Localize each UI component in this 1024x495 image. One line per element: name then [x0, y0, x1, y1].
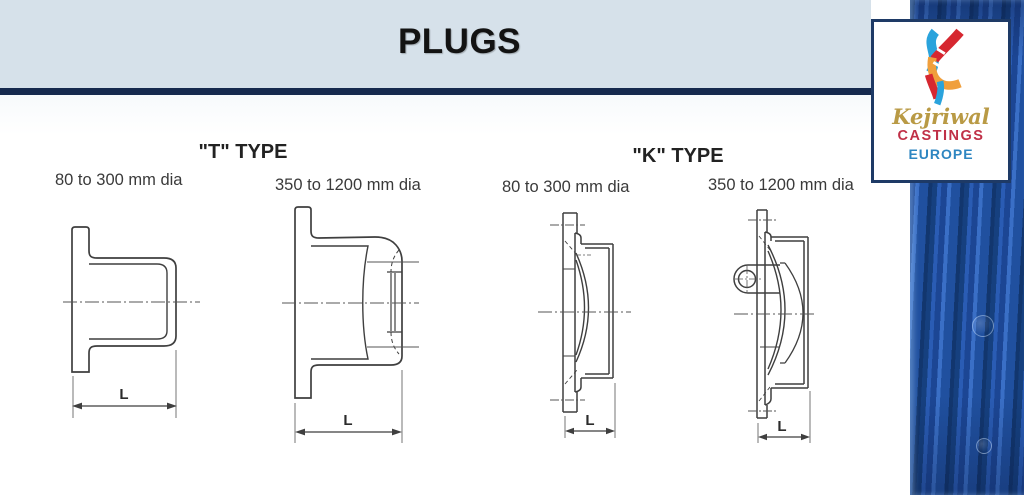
k-type-heading: "K" TYPE [632, 145, 724, 167]
t-type-small-drawing: L [63, 226, 200, 418]
t-large-size-label: 350 to 1200 mm dia [275, 176, 421, 194]
water-bubble [972, 315, 994, 337]
water-bubble [976, 438, 992, 454]
k-type-large-drawing: L [733, 209, 817, 443]
t-small-size-label: 80 to 300 mm dia [55, 171, 183, 189]
t-type-heading: "T" TYPE [198, 141, 288, 163]
k-type-small-drawing: L [538, 212, 631, 438]
page-title: PLUGS [397, 22, 522, 61]
dimension-label: L [585, 412, 594, 429]
kejriwal-ribbon-k-icon [924, 28, 964, 106]
header-band: PLUGS [0, 0, 871, 95]
dimension-label: L [343, 412, 352, 429]
logo-castings-text: CASTINGS [897, 128, 985, 144]
k-large-size-label: 350 to 1200 mm dia [708, 176, 854, 194]
kejriwal-logo-box: Kejriwal CASTINGS EUROPE [871, 19, 1011, 183]
logo-europe-text: EUROPE [908, 146, 974, 163]
dimension-label: L [777, 418, 786, 435]
logo-script-name: Kejriwal [892, 104, 990, 129]
t-type-large-drawing: L [282, 206, 419, 443]
dimension-label: L [119, 386, 128, 403]
k-small-size-label: 80 to 300 mm dia [502, 178, 630, 196]
